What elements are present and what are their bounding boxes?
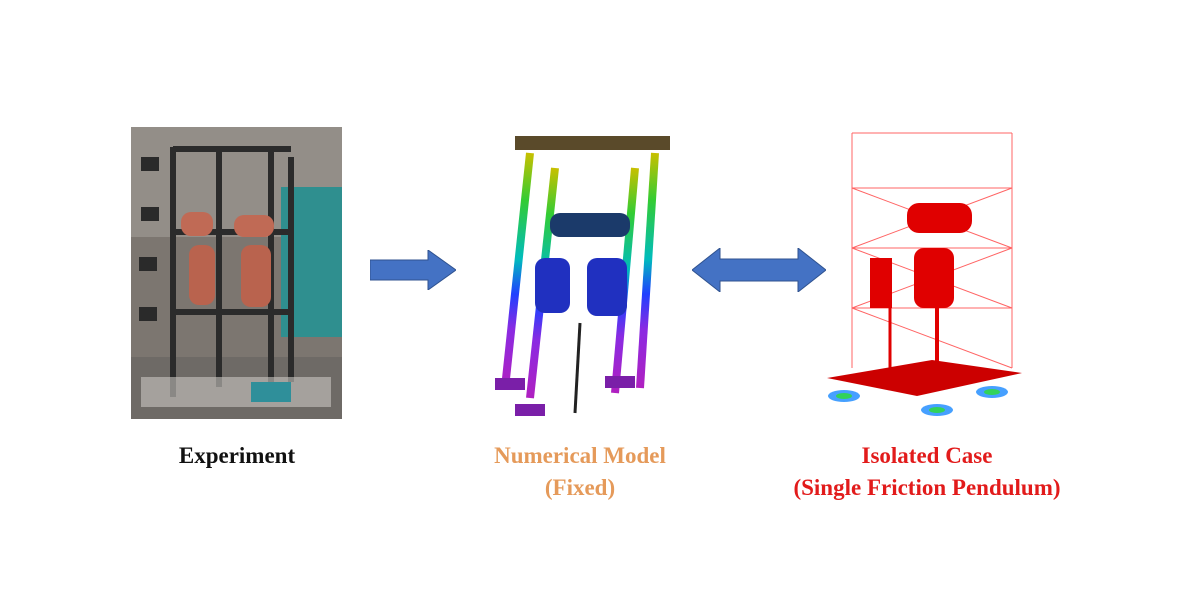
experiment-photo	[131, 127, 342, 419]
right-arrow-icon	[369, 249, 457, 291]
isolated-case-title: Isolated Case	[861, 443, 993, 468]
bidirectional-arrow-icon	[691, 246, 827, 294]
numerical-model-label: Numerical Model (Fixed)	[455, 440, 705, 504]
numerical-model-title: Numerical Model	[494, 443, 666, 468]
numerical-model-subtitle: (Fixed)	[544, 475, 616, 500]
numerical-model-image	[495, 128, 675, 420]
isolated-case-subtitle: (Single Friction Pendulum)	[793, 475, 1061, 500]
experiment-label: Experiment	[132, 440, 342, 472]
isolated-case-image	[822, 128, 1027, 420]
experiment-label-text: Experiment	[178, 443, 296, 468]
isolated-case-label: Isolated Case (Single Friction Pendulum)	[752, 440, 1102, 504]
